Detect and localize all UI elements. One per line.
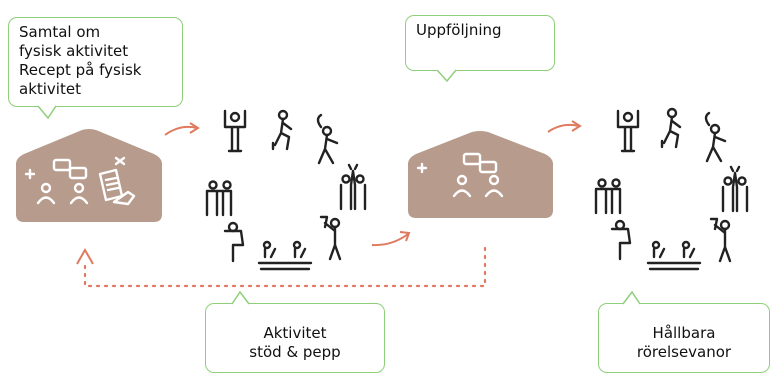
support-bubble: Aktivitet stöd & pepp [205, 303, 385, 373]
high-five-icon [339, 163, 367, 211]
activity-circle-icon [205, 109, 367, 271]
axe-person-icon [319, 215, 342, 261]
lifting-person-icon [616, 109, 640, 153]
activity-circle-icon [594, 107, 749, 271]
bubble-line: aktivitet [19, 80, 81, 98]
rowing-icon [646, 240, 702, 271]
bubble-line: Hållbara [652, 324, 716, 342]
lifting-person-icon [223, 109, 247, 153]
squatting-person-icon [610, 219, 632, 261]
stretching-person-icon [316, 113, 339, 165]
bubble-line: stöd & pepp [249, 343, 341, 361]
bubble-line: Recept på fysisk [19, 61, 142, 79]
bubble-line: rörelsevanor [636, 343, 732, 361]
hiking-person-icon [660, 107, 682, 149]
hiking-person-icon [271, 109, 293, 151]
bubble-line: fysisk aktivitet [19, 42, 129, 60]
stretching-person-icon [704, 111, 727, 163]
talk-prescription-bubble: Samtal om fysisk aktivitet Recept på fys… [8, 17, 183, 107]
habits-bubble: Hållbara rörelsevanor [598, 303, 770, 373]
squatting-person-icon [223, 221, 245, 263]
axe-person-icon [709, 217, 732, 263]
bubble-line: Samtal om [19, 23, 101, 41]
high-five-icon [721, 165, 749, 213]
bubble-line: Aktivitet [263, 324, 327, 342]
rowing-icon [257, 240, 313, 271]
group-icon [594, 178, 622, 215]
bubble-line: Uppföljning [416, 21, 502, 39]
house-conversation-prescription-icon [16, 129, 162, 222]
followup-bubble: Uppföljning [405, 15, 555, 71]
house-conversation-icon [408, 131, 553, 218]
group-icon [205, 180, 233, 217]
